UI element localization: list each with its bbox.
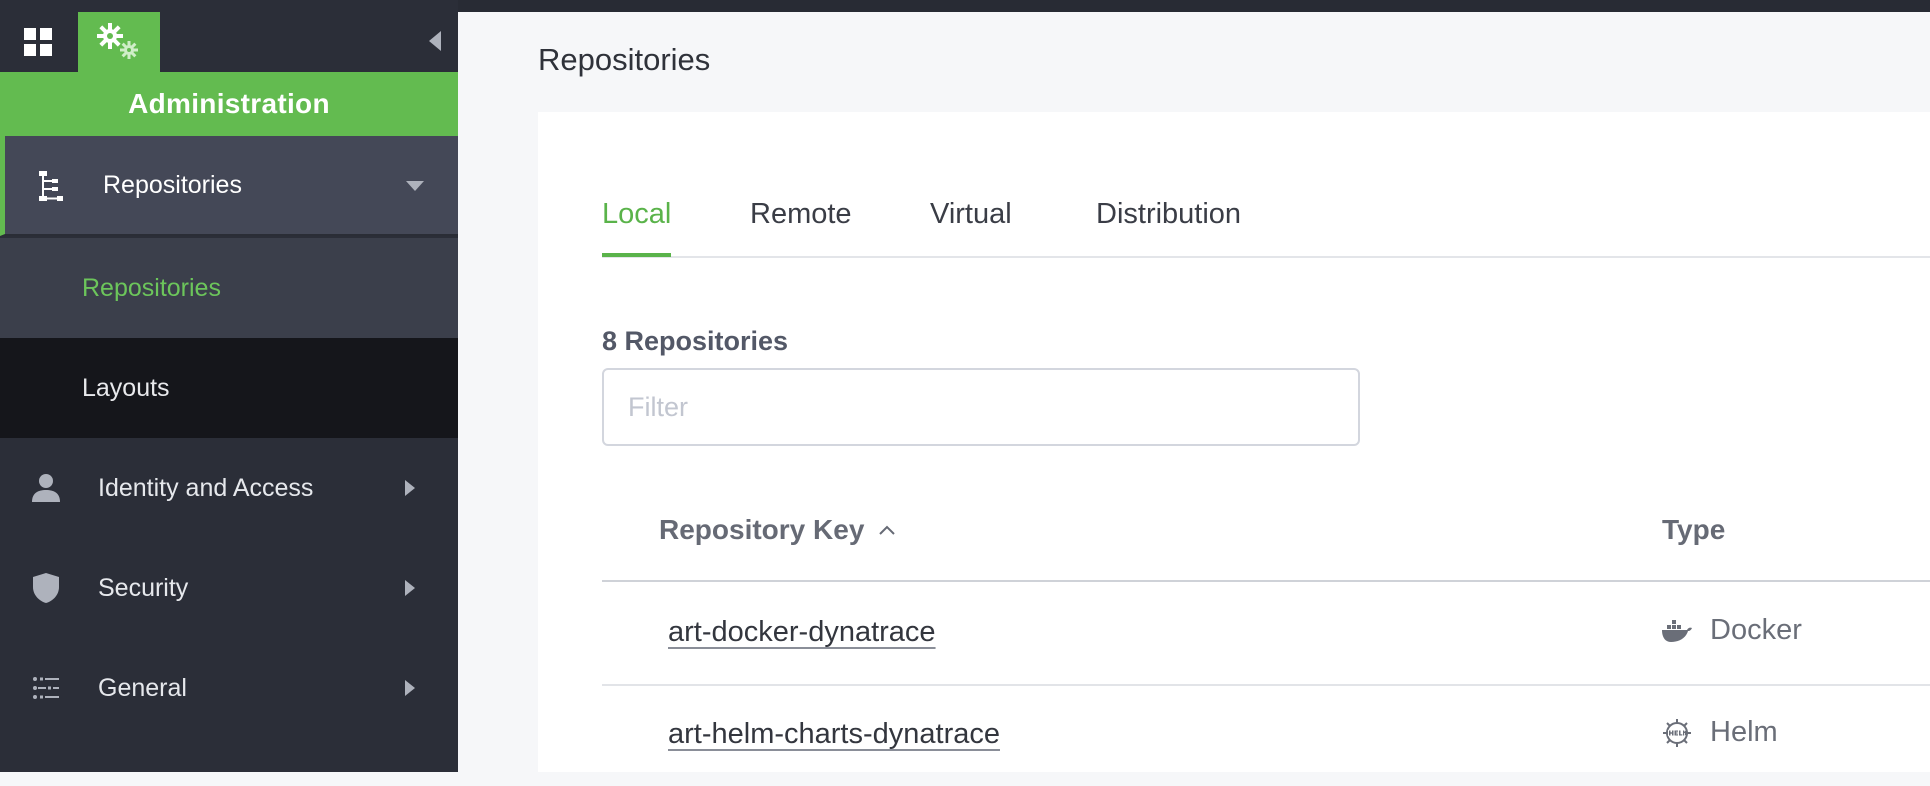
sidebar-subitem-layouts[interactable]: Layouts [0, 338, 458, 438]
column-header-label: Repository Key [659, 514, 865, 545]
sidebar: Administration Repositories [0, 0, 458, 772]
repository-type: Docker [1710, 614, 1802, 646]
apps-grid-button[interactable] [14, 18, 62, 66]
person-icon [30, 472, 62, 504]
shield-icon [30, 572, 62, 604]
sidebar-header: Administration [0, 72, 458, 136]
caret-left-icon [429, 31, 441, 51]
caret-down-icon [405, 176, 425, 196]
caret-right-icon [400, 678, 420, 698]
sidebar-item-security[interactable]: Security [0, 538, 458, 638]
sidebar-top-strip [0, 0, 458, 72]
repository-type: Helm [1710, 716, 1778, 748]
grid-icon [24, 28, 52, 56]
repository-key-link[interactable]: art-helm-charts-dynatrace [668, 718, 1000, 750]
sidebar-item-identity-and-access[interactable]: Identity and Access [0, 438, 458, 538]
top-bar [458, 0, 1930, 12]
sidebar-subitem-repositories[interactable]: Repositories [0, 238, 458, 338]
repository-key-link[interactable]: art-docker-dynatrace [668, 616, 936, 648]
caret-right-icon [400, 478, 420, 498]
sliders-icon [30, 672, 62, 704]
sidebar-item-label: Repositories [103, 170, 242, 199]
sidebar-item-general[interactable]: General [0, 638, 458, 738]
sidebar-subitem-label: Repositories [82, 273, 221, 302]
sidebar-item-label: Identity and Access [98, 473, 314, 502]
repository-tabs: Local Remote Virtual Distribution [602, 192, 1930, 258]
gears-icon [97, 23, 138, 59]
sidebar-item-label: Security [98, 573, 189, 602]
tab-remote[interactable]: Remote [750, 198, 852, 230]
sort-ascending-icon [878, 524, 896, 536]
sidebar-subitem-label: Layouts [82, 373, 170, 402]
table-row[interactable]: art-helm-charts-dynatrace Helm [602, 684, 1930, 786]
filter-input[interactable] [602, 368, 1360, 446]
helm-icon [1660, 716, 1694, 750]
table-header: Repository Key Type [602, 498, 1930, 582]
sidebar-item-repositories[interactable]: Repositories [0, 136, 458, 236]
table-row[interactable]: art-docker-dynatrace Docker [602, 582, 1930, 686]
repository-count: 8 Repositories [602, 326, 789, 356]
caret-right-icon [400, 578, 420, 598]
docker-icon [1660, 614, 1694, 648]
collapse-sidebar-button[interactable] [420, 26, 450, 56]
tab-local[interactable]: Local [602, 198, 672, 257]
administration-tab[interactable] [78, 12, 160, 72]
sidebar-item-label: General [98, 673, 187, 702]
page-title: Repositories [538, 42, 711, 77]
tab-virtual[interactable]: Virtual [930, 198, 1012, 230]
tree-icon [35, 170, 67, 202]
column-header-repository-key[interactable]: Repository Key [659, 514, 896, 546]
tab-distribution[interactable]: Distribution [1096, 198, 1242, 230]
column-header-type[interactable]: Type [1662, 514, 1726, 545]
